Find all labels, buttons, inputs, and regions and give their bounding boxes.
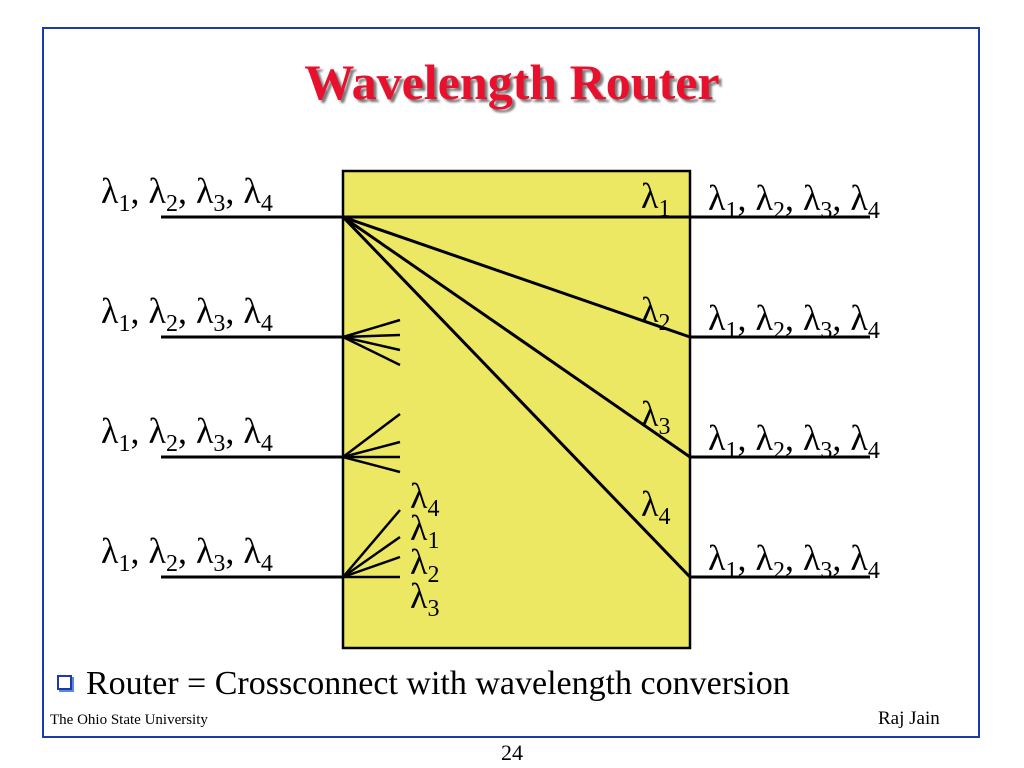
footer-author: Raj Jain [878,708,940,729]
lambda-symbol: λ1 [708,298,738,344]
output-port-label-3: λ1, λ2, λ3, λ4 [708,418,880,464]
lambda-symbol: λ4 [850,178,880,224]
bullet-item: Router = Crossconnect with wavelength co… [57,664,790,704]
fan3-line [342,413,401,458]
lambda-symbol: λ2 [755,418,785,464]
lambda-symbol: λ1 [101,531,131,577]
fan2-line [342,318,401,339]
lambda-symbol: λ2 [641,290,671,336]
lambda-symbol: λ2 [148,291,178,337]
output-port-label-1: λ1, λ2, λ3, λ4 [708,178,880,224]
route-lambda4 [341,215,692,579]
inner-left-lambda-1: λ4 [410,476,440,522]
lambda-symbol: λ4 [850,538,880,584]
lambda-symbol: λ3 [641,394,671,440]
inner-right-lambda-3: λ3 [641,394,671,440]
lambda-symbol: λ2 [148,171,178,217]
slide-frame [42,27,980,738]
input-port-label-1: λ1, λ2, λ3, λ4 [101,171,273,217]
fan2-line [342,333,401,339]
lambda-symbol: λ3 [195,291,226,337]
inner-right-lambda-2: λ2 [641,290,671,336]
fan3-line [342,455,401,474]
lambda-symbol: λ4 [243,531,273,577]
lambda-symbol: λ1 [641,176,671,222]
inner-right-lambda-4: λ4 [641,484,671,530]
fan4-line [342,509,401,578]
lambda-symbol: λ4 [850,298,880,344]
lambda-symbol: λ3 [195,171,226,217]
lambda-symbol: λ4 [243,171,273,217]
fan4-line [342,535,401,579]
page-number: 24 [501,740,523,765]
lambda-symbol: λ4 [850,418,880,464]
inner-left-lambda-3: λ2 [410,542,440,588]
fan2-line [342,335,401,367]
lambda-symbol: λ1 [101,171,131,217]
router-box [341,169,692,650]
fan3-line [342,440,401,459]
lambda-symbol: λ3 [195,531,226,577]
fan2-line [342,335,401,352]
inner-left-lambda-4: λ3 [410,576,440,622]
lambda-symbol: λ3 [410,576,440,622]
lambda-symbol: λ1 [101,411,131,457]
route-lambda3 [342,215,691,459]
lambda-symbol: λ2 [148,411,178,457]
lambda-symbol: λ2 [755,178,785,224]
fan4-line [342,555,401,579]
lambda-symbol: λ4 [243,291,273,337]
input-port-label-2: λ1, λ2, λ3, λ4 [101,291,273,337]
bullet-text: Router = Crossconnect with wavelength co… [86,665,790,702]
output-port-label-2: λ1, λ2, λ3, λ4 [708,298,880,344]
input-port-label-4: λ1, λ2, λ3, λ4 [101,531,273,577]
footer-institution: The Ohio State University [50,712,208,728]
lambda-symbol: λ3 [802,538,833,584]
lambda-symbol: λ1 [708,418,738,464]
lambda-symbol: λ4 [243,411,273,457]
lambda-symbol: λ2 [148,531,178,577]
lambda-symbol: λ4 [410,476,440,522]
inner-right-lambda-1: λ1 [641,176,671,222]
lambda-symbol: λ1 [101,291,131,337]
lambda-symbol: λ1 [708,178,738,224]
lambda-symbol: λ3 [802,418,833,464]
lambda-symbol: λ3 [195,411,226,457]
lambda-symbol: λ1 [708,538,738,584]
input-port-label-3: λ1, λ2, λ3, λ4 [101,411,273,457]
lambda-symbol: λ4 [641,484,671,530]
lambda-symbol: λ3 [802,298,833,344]
slide-title: Wavelength Router [304,54,720,110]
lambda-symbol: λ2 [410,542,440,588]
lambda-symbol: λ2 [755,538,785,584]
lambda-symbol: λ1 [410,508,440,554]
lambda-symbol: λ3 [802,178,833,224]
checkbox-bullet-icon [57,675,72,690]
route-lambda2 [342,215,691,339]
inner-left-lambda-2: λ1 [410,508,440,554]
lambda-symbol: λ2 [755,298,785,344]
output-port-label-4: λ1, λ2, λ3, λ4 [708,538,880,584]
